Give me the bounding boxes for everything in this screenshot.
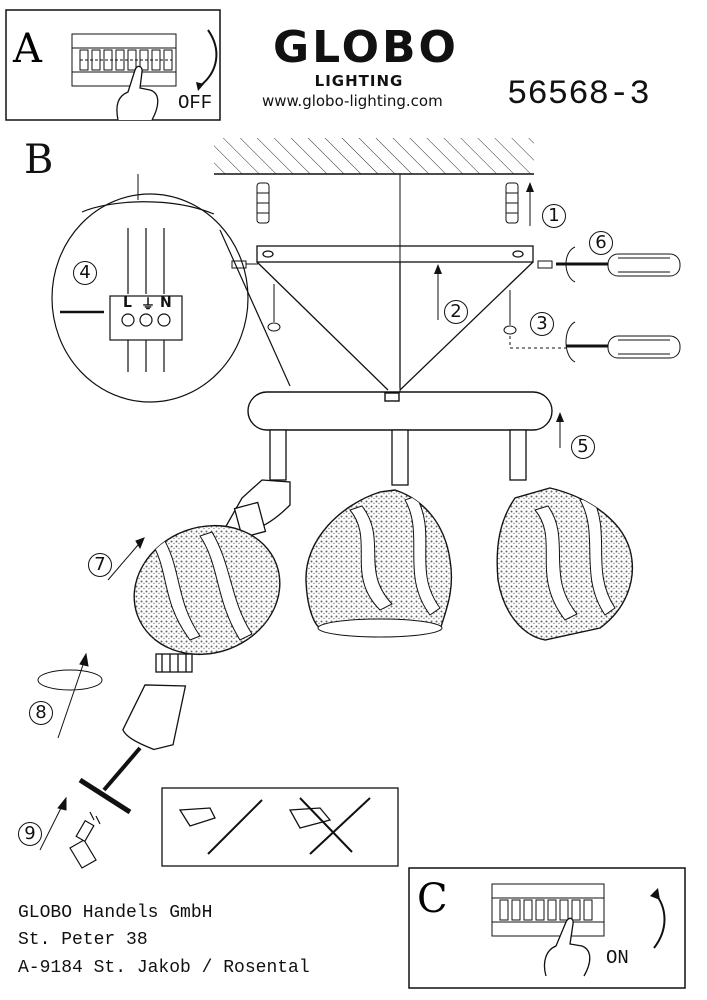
step-7: 7 <box>88 553 112 577</box>
step-1: 1 <box>542 204 566 228</box>
glass-shade-2 <box>305 489 453 638</box>
step-4: 4 <box>73 261 97 285</box>
manufacturer-city: A-9184 St. Jakob / Rosental <box>18 958 310 978</box>
brand-name: GLOBO <box>273 22 459 73</box>
ceiling <box>214 138 534 174</box>
step-arrows <box>37 537 145 851</box>
rotation-arrow-icon <box>653 891 666 949</box>
mounting-bracket <box>256 245 534 391</box>
glass-shade-3 <box>496 487 634 641</box>
step-9: 9 <box>18 822 42 846</box>
brand-subtitle: LIGHTING <box>314 72 404 90</box>
panel-c-label: C <box>417 876 448 922</box>
panel-a-label: A <box>12 26 43 72</box>
manufacturer-company: GLOBO Handels GmbH <box>18 903 213 923</box>
hand-icon <box>543 917 591 977</box>
do-not-touch-panel <box>161 787 399 867</box>
screw-icon <box>231 260 553 335</box>
terminal-neutral: N <box>160 295 172 311</box>
switch-on-panel <box>408 867 686 989</box>
manufacturer-street: St. Peter 38 <box>18 930 148 950</box>
model-number: 56568-3 <box>507 76 650 114</box>
brand-website[interactable]: www.globo-lighting.com <box>262 92 443 110</box>
switch-off-panel <box>5 9 221 121</box>
rotation-arrow-icon <box>199 29 218 87</box>
hand-icon <box>116 65 159 121</box>
wiring-detail <box>51 193 291 403</box>
switch-panel-icon <box>71 33 177 87</box>
bulb-icon <box>69 811 101 869</box>
step-8: 8 <box>29 701 53 725</box>
lamp-canopy <box>247 391 553 431</box>
screwdriver-icon <box>556 253 681 359</box>
step-3: 3 <box>530 312 554 336</box>
spot-arms <box>224 429 527 539</box>
step-5: 5 <box>571 435 595 459</box>
glass-shade-1 <box>120 520 299 670</box>
switch-panel-icon <box>491 883 605 937</box>
switch-on-caption: ON <box>606 947 629 969</box>
terminal-live: L <box>123 295 132 311</box>
dowel-icon <box>256 182 519 224</box>
step-6: 6 <box>589 231 613 255</box>
switch-off-caption: OFF <box>178 92 213 114</box>
step-2: 2 <box>444 300 468 324</box>
panel-b-label: B <box>24 137 54 183</box>
terminal-earth: ⏚ <box>141 297 155 313</box>
lamp-holder-parts <box>78 653 193 815</box>
